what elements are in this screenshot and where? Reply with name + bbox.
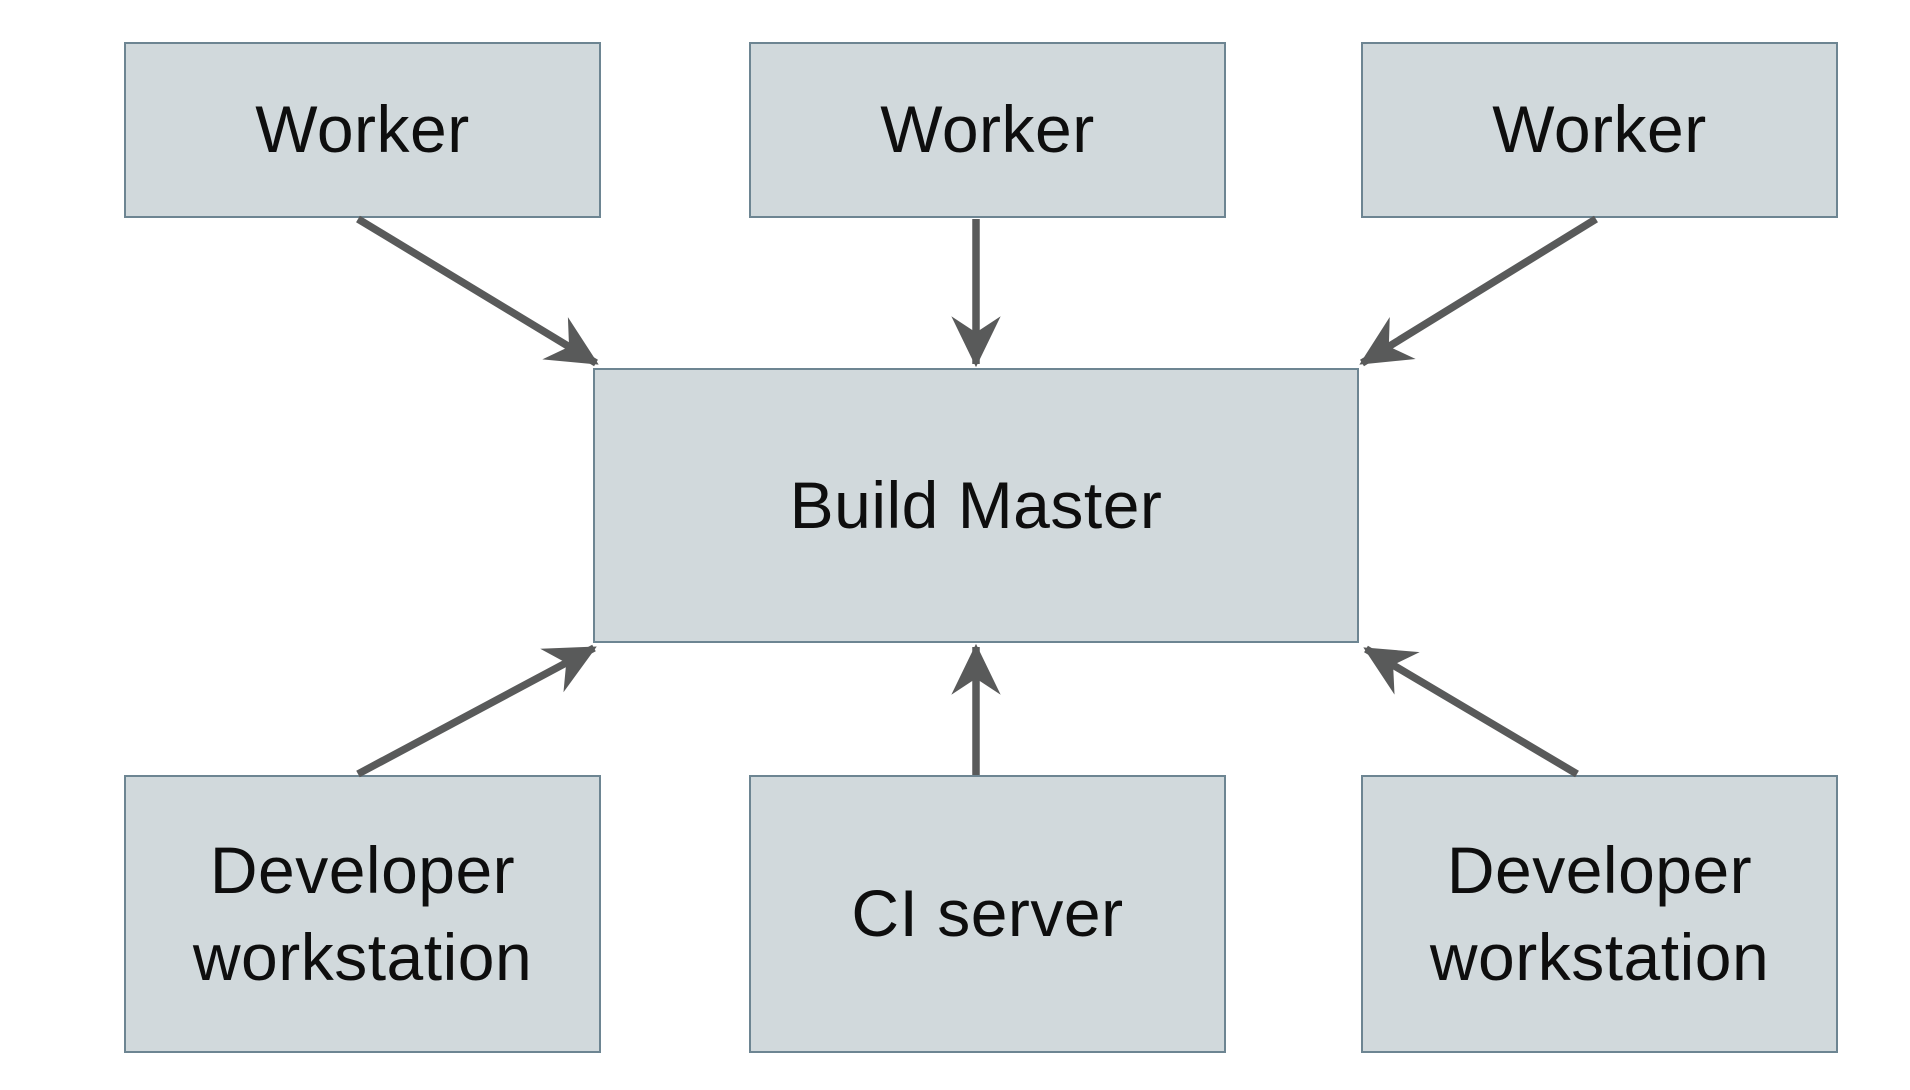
node-worker-1: Worker	[124, 42, 601, 218]
node-ci-server-label: CI server	[851, 876, 1124, 951]
node-worker-2-label: Worker	[880, 92, 1095, 167]
edge-worker3-to-build-master-arrow	[1359, 215, 1598, 367]
node-worker-1-label: Worker	[255, 92, 470, 167]
node-build-master-label: Build Master	[789, 467, 1163, 542]
node-developer-workstation-left-label: Developer workstation	[192, 832, 533, 994]
node-ci-server: CI server	[749, 775, 1226, 1053]
edge-dev-right-to-build-master-arrow	[1363, 645, 1579, 778]
edge-worker1-to-build-master-arrow	[356, 215, 599, 367]
node-developer-workstation-right: Developer workstation	[1361, 775, 1838, 1053]
node-developer-workstation-right-label: Developer workstation	[1429, 832, 1770, 994]
node-worker-3-label: Worker	[1492, 92, 1707, 167]
edge-dev-left-to-build-master-arrow	[356, 644, 597, 778]
node-worker-2: Worker	[749, 42, 1226, 218]
node-build-master: Build Master	[593, 368, 1359, 643]
node-developer-workstation-left: Developer workstation	[124, 775, 601, 1053]
node-worker-3: Worker	[1361, 42, 1838, 218]
